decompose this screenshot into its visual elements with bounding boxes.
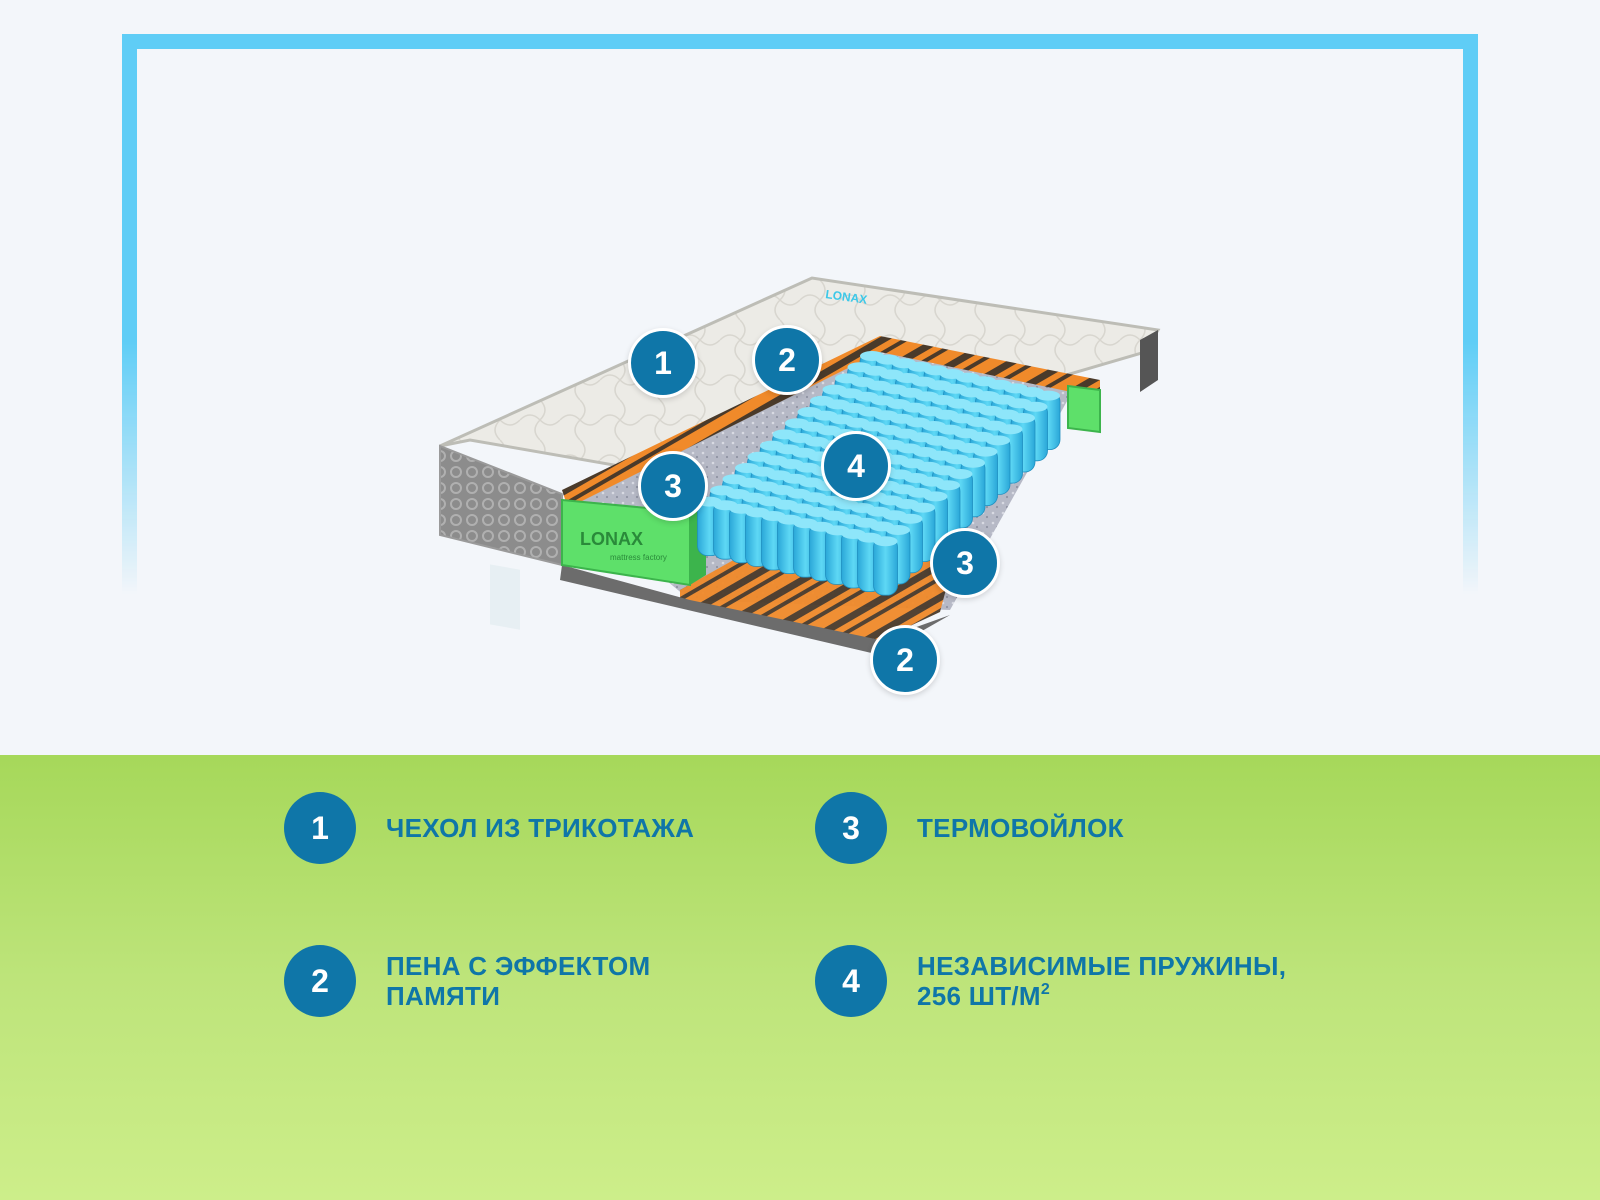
pocket-spring-top xyxy=(1011,413,1035,423)
mattress-side-fabric xyxy=(439,444,563,567)
legend-panel: 1 ЧЕХОЛ ИЗ ТРИКОТАЖА 2 ПЕНА С ЭФФЕКТОМ П… xyxy=(0,755,1600,1200)
pocket-spring-top xyxy=(911,502,935,513)
legend-label-3: ТЕРМОВОЙЛОК xyxy=(917,813,1124,843)
legend-label-4-line2: 256 ШТ/М2 xyxy=(917,981,1286,1011)
legend-item-4: 4 НЕЗАВИСИМЫЕ ПРУЖИНЫ, 256 ШТ/М2 xyxy=(815,945,1286,1017)
decorative-frame xyxy=(122,34,1478,594)
logo-lonax-top: LONAX xyxy=(825,287,869,307)
callout-2-foam-top: 2 xyxy=(752,325,822,395)
pocket-spring-top xyxy=(923,491,948,502)
legend-badge-4: 4 xyxy=(815,945,887,1017)
logo-lonax-front-sub: mattress factory xyxy=(610,553,667,562)
callout-4-springs: 4 xyxy=(821,431,891,501)
callout-2-foam-bottom: 2 xyxy=(870,625,940,695)
legend-label-4-line1: НЕЗАВИСИМЫЕ ПРУЖИНЫ, xyxy=(917,951,1287,981)
pocket-spring-top xyxy=(948,469,973,479)
pocket-spring-top xyxy=(961,457,985,468)
legend-item-1: 1 ЧЕХОЛ ИЗ ТРИКОТАЖА xyxy=(284,792,694,864)
callout-1-cover: 1 xyxy=(628,328,698,398)
pocket-spring-top xyxy=(1036,390,1060,401)
legend-badge-3: 3 xyxy=(815,792,887,864)
callout-3-felt-bottom: 3 xyxy=(930,528,1000,598)
pocket-spring-top xyxy=(1023,401,1048,412)
pocket-spring-top xyxy=(886,525,910,535)
legend-label-4-sup: 2 xyxy=(1040,981,1051,998)
legend-label-4: НЕЗАВИСИМЫЕ ПРУЖИНЫ, 256 ШТ/М2 xyxy=(917,951,1286,1011)
callout-3-felt-top: 3 xyxy=(638,451,708,521)
pocket-spring-top xyxy=(973,446,998,457)
legend-label-2: ПЕНА С ЭФФЕКТОМ ПАМЯТИ xyxy=(386,951,650,1011)
logo-lonax-front: LONAX xyxy=(580,529,643,549)
memory-foam-layer-back xyxy=(562,336,1100,508)
green-foam-block-back xyxy=(1067,384,1101,434)
pocket-spring-top xyxy=(898,513,923,524)
pocket-spring-top xyxy=(986,435,1010,446)
legend-item-3: 3 ТЕРМОВОЙЛОК xyxy=(815,792,1124,864)
legend-badge-1: 1 xyxy=(284,792,356,864)
legend-label-2-line2: ПАМЯТИ xyxy=(386,981,501,1011)
mattress-illustration-area: LONAX mattress factory LONAX 1 2 3 4 3 2 xyxy=(439,276,1161,695)
legend-label-1: ЧЕХОЛ ИЗ ТРИКОТАЖА xyxy=(386,813,695,843)
legend-badge-2: 2 xyxy=(284,945,356,1017)
pocket-spring-top xyxy=(998,424,1023,435)
legend-label-2-line1: ПЕНА С ЭФФЕКТОМ xyxy=(386,951,651,981)
legend-label-4-value: 256 ШТ/М xyxy=(917,981,1041,1011)
pocket-spring-top xyxy=(873,536,898,547)
pocket-spring-top xyxy=(936,480,960,491)
legend-item-2: 2 ПЕНА С ЭФФЕКТОМ ПАМЯТИ xyxy=(284,945,650,1017)
